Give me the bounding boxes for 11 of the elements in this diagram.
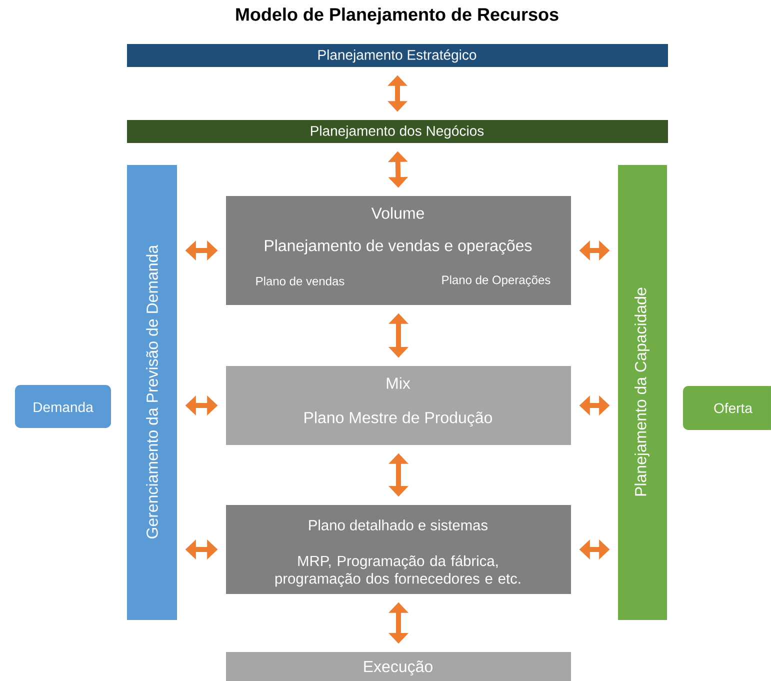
process-box: Execução xyxy=(226,652,571,681)
process-box: Volume Planejamento de vendas e operações Plano de vendas Plano de Operações xyxy=(226,196,571,305)
title: Modelo de Planejamento de Recursos xyxy=(236,8,558,24)
rounded-box: Oferta xyxy=(683,386,771,430)
vertical-bar: Planejamento da Capacidade xyxy=(618,165,667,620)
band: Planejamento Estratégico xyxy=(127,44,668,67)
rounded-box: Demanda xyxy=(15,385,111,428)
process-box: Mix Plano Mestre de Produção xyxy=(226,366,571,445)
band: Planejamento dos Negócios xyxy=(127,120,668,143)
vertical-bar: Gerenciamento da Previsão de Demanda xyxy=(127,165,177,620)
process-box: Plano detalhado e sistemas MRP, Programação da fábrica, programação dos fornecedores e etc. xyxy=(226,505,571,594)
